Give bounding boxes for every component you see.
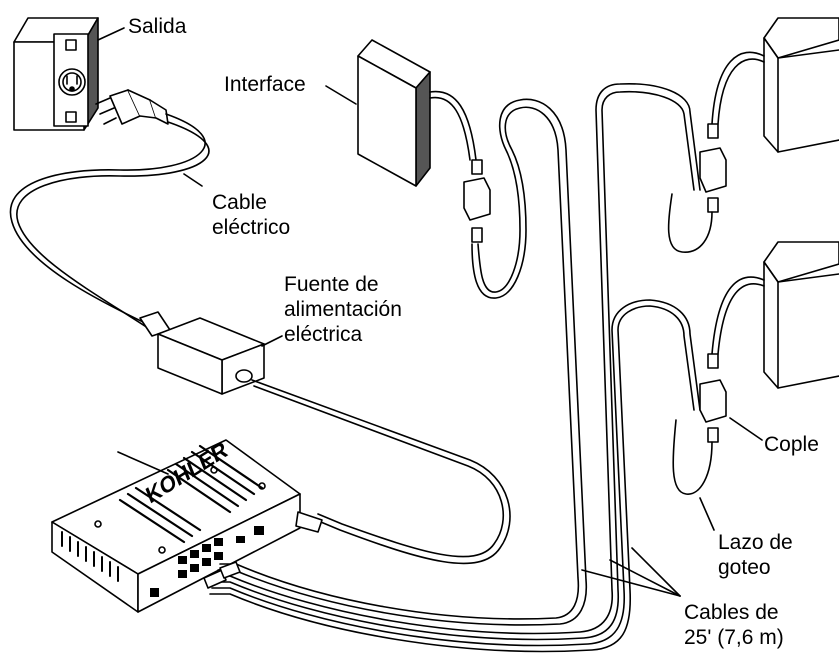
label-power-cord: Cable eléctrico — [212, 190, 290, 240]
label-outlet: Salida — [128, 15, 187, 38]
label-power-cord-line-1: Cable — [212, 191, 267, 214]
interface-panel-3 — [763, 241, 839, 389]
label-drip-loop-line-2: goteo — [718, 556, 771, 579]
interface-1-drip-loop — [429, 90, 491, 243]
interface-2-drip-loop — [667, 51, 765, 253]
label-drip-loop-line-1: Lazo de — [718, 531, 793, 554]
label-power-cord-line-2: eléctrico — [212, 216, 291, 239]
label-power-supply-line-3: eléctrica — [284, 323, 363, 346]
controller-box — [51, 439, 323, 613]
label-cables-line-1: Cables de — [684, 601, 779, 624]
label-cables-line-2: 25' (7,6 m) — [684, 626, 784, 649]
label-power-supply: Fuente de alimentación eléctrica — [284, 272, 402, 347]
cable-bundle — [203, 83, 701, 653]
interface-panel-1 — [357, 39, 431, 187]
label-power-supply-line-1: Fuente de — [284, 273, 379, 296]
label-coupler: Cople — [764, 433, 819, 456]
outlet-box — [13, 17, 99, 131]
label-cables: Cables de 25' (7,6 m) — [684, 600, 784, 650]
power-plug — [95, 89, 169, 125]
power-cord — [9, 113, 210, 337]
dc-cable — [251, 379, 511, 565]
interface-panel-2 — [763, 17, 839, 153]
label-power-supply-line-2: alimentación — [284, 298, 402, 321]
label-drip-loop: Lazo de goteo — [718, 530, 793, 580]
label-interface: Interface — [224, 73, 306, 96]
power-supply-box — [157, 317, 265, 395]
interface-3-drip-loop — [672, 276, 765, 495]
